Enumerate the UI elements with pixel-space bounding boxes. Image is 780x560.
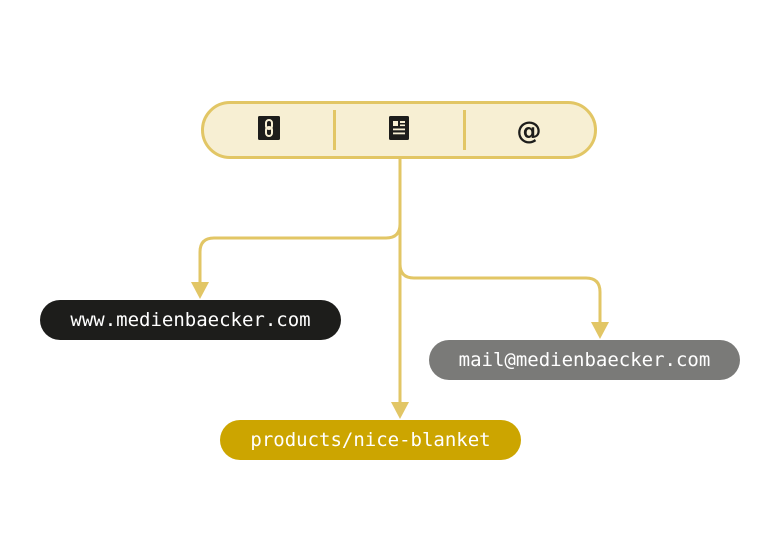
email-node: mail@medienbaecker.com	[429, 340, 740, 380]
toolbar-segment-email[interactable]: @	[463, 104, 594, 156]
connector-to-domain	[198, 159, 402, 284]
connector-to-email	[398, 159, 602, 324]
link-icon	[258, 116, 280, 144]
toolbar-segment-page[interactable]	[333, 104, 464, 156]
domain-node: www.medienbaecker.com	[40, 300, 341, 340]
link-type-toolbar: @	[201, 101, 597, 159]
arrowhead-email	[591, 322, 609, 339]
toolbar-segment-link[interactable]	[204, 104, 334, 156]
document-icon	[389, 116, 409, 144]
at-sign-icon: @	[516, 115, 542, 145]
arrowhead-domain	[191, 282, 209, 299]
arrowhead-path	[391, 402, 409, 419]
path-node: products/nice-blanket	[220, 420, 521, 460]
